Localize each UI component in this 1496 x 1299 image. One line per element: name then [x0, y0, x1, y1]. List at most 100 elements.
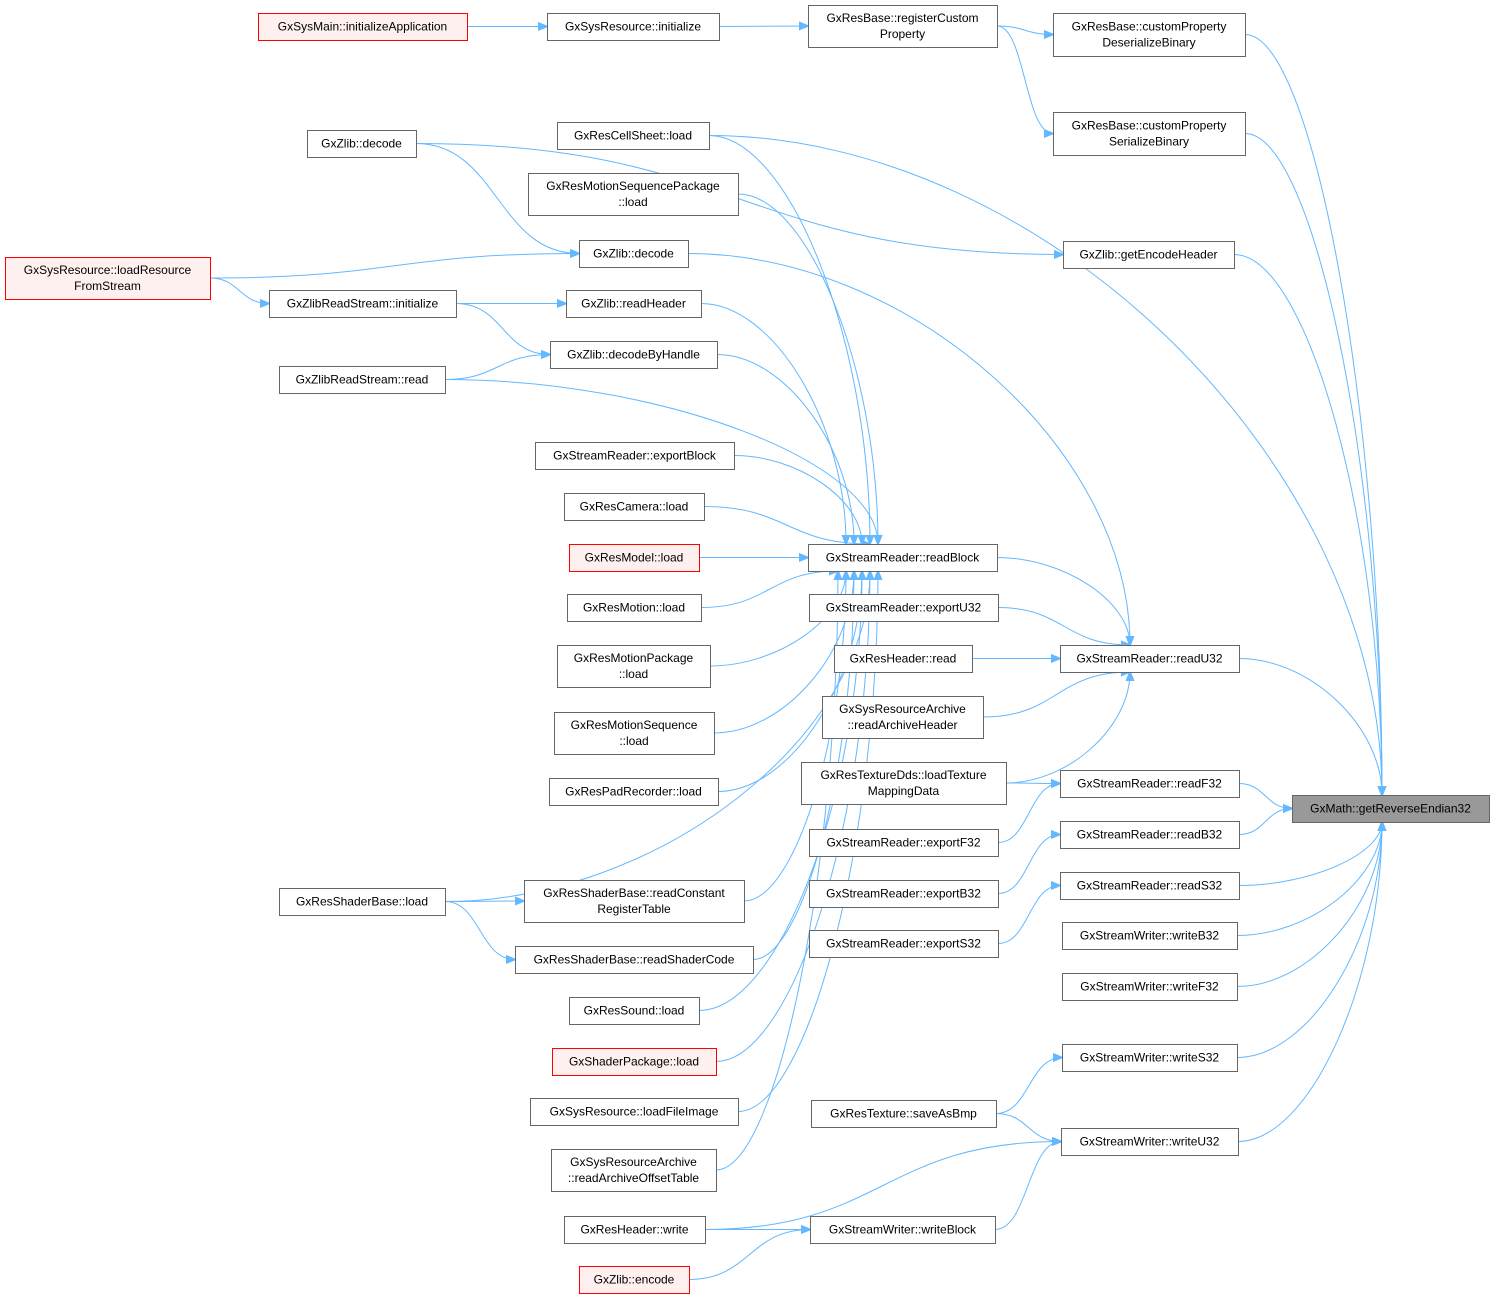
edge-sysres-loadstream-to-zlib-decode2 [209, 254, 579, 279]
node-sw-writef32[interactable]: GxStreamWriter::writeF32 [1062, 973, 1238, 1001]
node-sr-exportu32[interactable]: GxStreamReader::exportU32 [809, 594, 999, 622]
node-zlib-decode2[interactable]: GxZlib::decode [579, 240, 689, 268]
node-box [524, 880, 745, 923]
edge-resmotpkg-load-to-sr-readblock [709, 571, 846, 667]
node-box [550, 341, 718, 369]
node-label: GxResShaderBase::readShaderCode [534, 953, 735, 967]
node-shader-readcode[interactable]: GxResShaderBase::readShaderCode [515, 946, 754, 974]
node-label: GxStreamReader::readB32 [1077, 828, 1223, 842]
node-sysres-init[interactable]: GxSysResource::initialize [547, 13, 720, 41]
node-resmodel-load[interactable]: GxResModel::load [569, 544, 700, 572]
node-box [279, 888, 446, 916]
edge-sr-readf32-to-root [1238, 783, 1292, 809]
node-sr-reads32[interactable]: GxStreamReader::readS32 [1060, 872, 1240, 900]
node-motseqpkg-load[interactable]: GxResMotionSequencePackage::load [528, 173, 739, 216]
node-sr-readf32[interactable]: GxStreamReader::readF32 [1060, 770, 1240, 798]
node-label: GxResShaderBase::readConstant [543, 886, 725, 900]
node-padrec-load[interactable]: GxResPadRecorder::load [549, 778, 719, 806]
edge-resbase-regprop-to-resbase-ser [996, 25, 1053, 134]
node-box [1053, 13, 1246, 57]
node-box [564, 493, 705, 521]
node-label: Property [880, 27, 925, 41]
node-sr-readu32[interactable]: GxStreamReader::readU32 [1060, 645, 1240, 673]
node-zrs-init[interactable]: GxZlibReadStream::initialize [269, 290, 457, 318]
node-zrs-read[interactable]: GxZlibReadStream::read [279, 366, 446, 394]
edge-shader-load-to-shader-readcode [444, 901, 515, 960]
node-sr-exportf32[interactable]: GxStreamReader::exportF32 [809, 829, 999, 857]
node-zlib-decode1[interactable]: GxZlib::decode [307, 130, 417, 158]
node-root[interactable]: GxMath::getReverseEndian32 [1292, 795, 1490, 823]
node-sw-writeu32[interactable]: GxStreamWriter::writeU32 [1061, 1128, 1239, 1156]
node-resbase-deser[interactable]: GxResBase::customPropertyDeserializeBina… [1053, 13, 1246, 57]
edge-sw-writef32-to-root [1236, 822, 1382, 987]
edge-sr-reads32-to-root [1238, 822, 1382, 886]
node-restex-savebmp[interactable]: GxResTexture::saveAsBmp [811, 1100, 997, 1128]
node-label: GxStreamWriter::writeS32 [1080, 1051, 1219, 1065]
node-box [515, 946, 754, 974]
node-box [1060, 872, 1240, 900]
node-zlib-encode[interactable]: GxZlib::encode [579, 1266, 690, 1294]
node-resheader-write[interactable]: GxResHeader::write [564, 1216, 706, 1244]
node-label: SerializeBinary [1109, 135, 1189, 149]
node-resmotpkg-load[interactable]: GxResMotionPackage::load [557, 645, 711, 688]
node-box [566, 290, 702, 318]
node-box [530, 1098, 739, 1126]
node-sw-writeb32[interactable]: GxStreamWriter::writeB32 [1062, 922, 1238, 950]
edge-restex-savebmp-to-sw-writes32 [995, 1058, 1062, 1114]
node-sysres-loadfile[interactable]: GxSysResource::loadFileImage [530, 1098, 739, 1126]
node-sr-readb32[interactable]: GxStreamReader::readB32 [1060, 821, 1240, 849]
node-label: GxResPadRecorder::load [565, 785, 702, 799]
node-sysmain-init[interactable]: GxSysMain::initializeApplication [258, 13, 468, 41]
node-box [1060, 770, 1240, 798]
edge-sr-readblock-to-sr-readu32 [996, 557, 1130, 646]
edge-cellsheet-load-to-root [708, 135, 1382, 796]
node-resheader-read[interactable]: GxResHeader::read [834, 645, 973, 673]
node-sra-readoffset[interactable]: GxSysResourceArchive::readArchiveOffsetT… [551, 1149, 717, 1192]
node-label: GxZlibReadStream::read [296, 373, 429, 387]
edge-zlib-decode2-to-sr-readu32 [687, 253, 1130, 646]
node-box [810, 1216, 996, 1244]
node-sr-exportblock[interactable]: GxStreamReader::exportBlock [535, 442, 735, 470]
node-box [279, 366, 446, 394]
node-sw-writes32[interactable]: GxStreamWriter::writeS32 [1062, 1044, 1238, 1072]
edge-resbase-regprop-to-resbase-deser [996, 25, 1053, 35]
node-sr-exports32[interactable]: GxStreamReader::exportS32 [809, 930, 999, 958]
node-resmotseq-load[interactable]: GxResMotionSequence::load [554, 712, 715, 755]
node-zlib-decbyhandle[interactable]: GxZlib::decodeByHandle [550, 341, 718, 369]
node-label: RegisterTable [597, 902, 671, 916]
edge-restex-savebmp-to-sw-writeu32 [995, 1113, 1061, 1142]
node-label: GxZlib::decodeByHandle [567, 348, 700, 362]
node-sra-readhdr[interactable]: GxSysResourceArchive::readArchiveHeader [822, 696, 984, 739]
node-shaderpkg-load[interactable]: GxShaderPackage::load [552, 1048, 717, 1076]
node-label: GxResMotionSequencePackage [546, 179, 720, 193]
node-zlib-readhdr[interactable]: GxZlib::readHeader [566, 290, 702, 318]
node-resmotion-load[interactable]: GxResMotion::load [567, 594, 702, 622]
node-box [808, 5, 998, 48]
node-box [528, 173, 739, 216]
node-box [549, 778, 719, 806]
edge-zlib-getenc-to-root [1233, 254, 1382, 796]
node-box [258, 13, 468, 41]
node-shader-load[interactable]: GxResShaderBase::load [279, 888, 446, 916]
node-label: GxZlib::getEncodeHeader [1079, 248, 1217, 262]
node-cellsheet-load[interactable]: GxResCellSheet::load [557, 122, 710, 150]
node-shader-readconst[interactable]: GxResShaderBase::readConstantRegisterTab… [524, 880, 745, 923]
node-sw-writeblock[interactable]: GxStreamWriter::writeBlock [810, 1216, 996, 1244]
node-rescam-load[interactable]: GxResCamera::load [564, 493, 705, 521]
node-box [552, 1048, 717, 1076]
node-label: MappingData [868, 784, 940, 798]
node-box [1053, 112, 1246, 156]
node-sr-exportb32[interactable]: GxStreamReader::exportB32 [809, 880, 999, 908]
node-sr-readblock[interactable]: GxStreamReader::readBlock [808, 544, 998, 572]
node-label: GxMath::getReverseEndian32 [1310, 802, 1471, 816]
node-label: GxStreamReader::readU32 [1076, 652, 1222, 666]
node-box [579, 240, 689, 268]
node-label: GxResHeader::write [580, 1223, 688, 1237]
node-zlib-getenc[interactable]: GxZlib::getEncodeHeader [1063, 241, 1235, 269]
node-ressound-load[interactable]: GxResSound::load [569, 997, 700, 1025]
